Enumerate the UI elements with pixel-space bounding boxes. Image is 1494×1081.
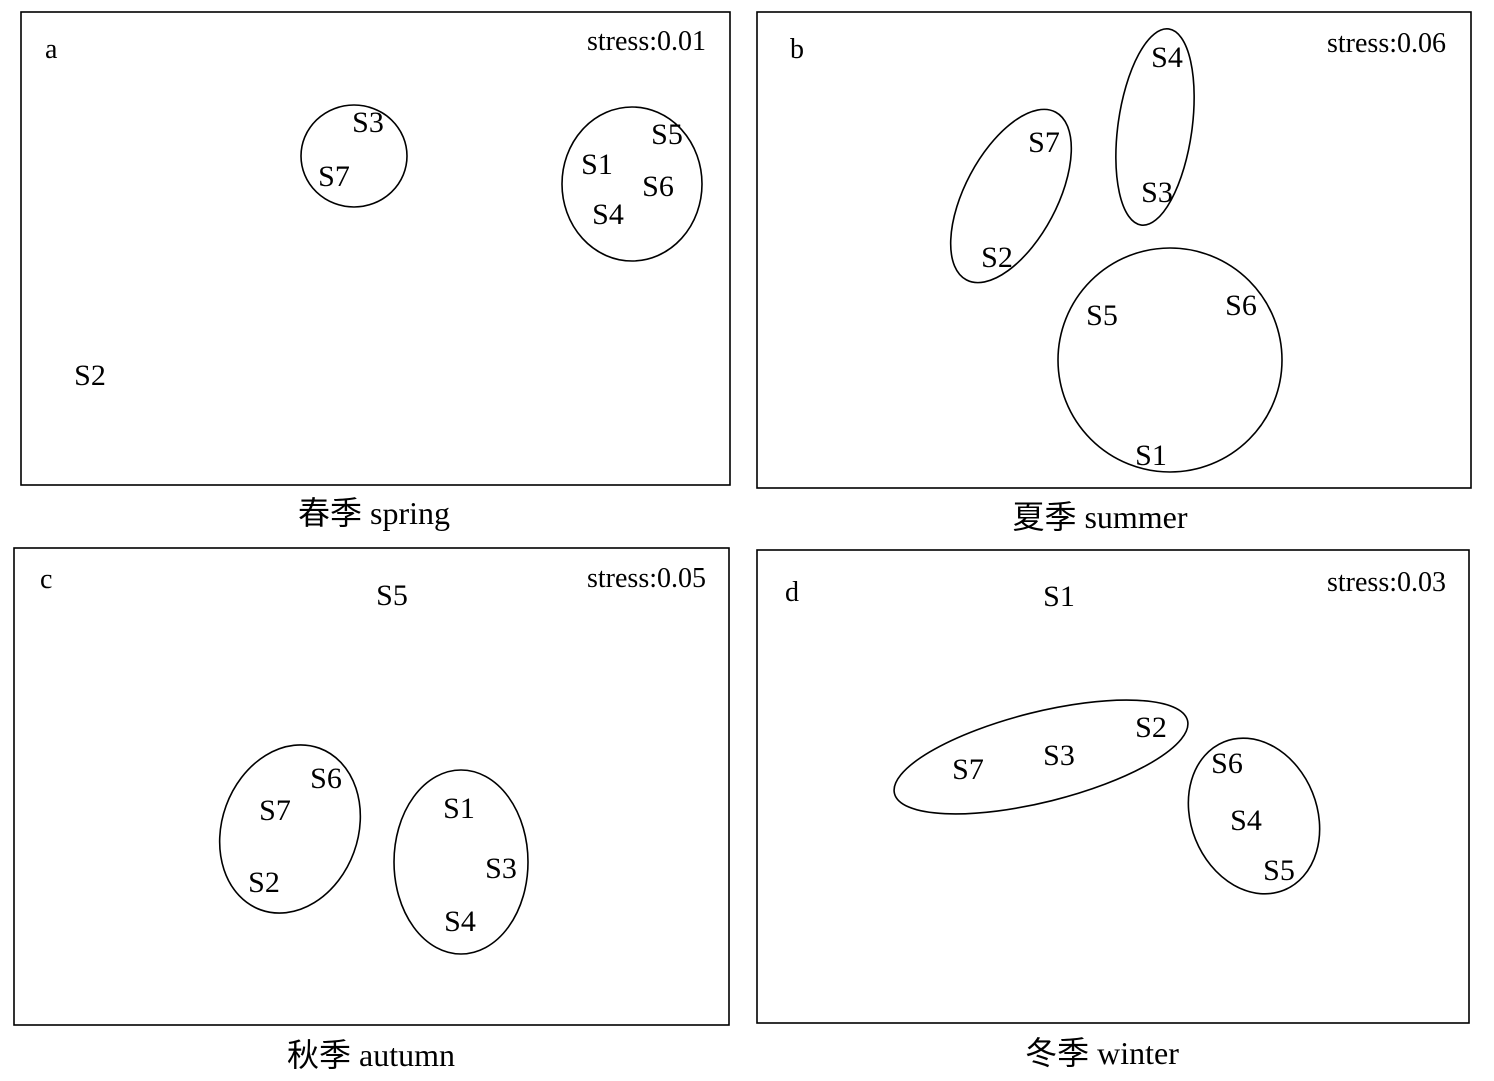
cluster-ellipse bbox=[1057, 247, 1283, 473]
cluster-ellipse bbox=[393, 769, 529, 955]
site-label: S5 bbox=[376, 579, 408, 612]
panel-caption: 冬季 winter bbox=[1025, 1035, 1179, 1071]
site-label: S5 bbox=[651, 118, 683, 151]
site-label: S6 bbox=[1225, 289, 1257, 322]
site-label: S2 bbox=[74, 359, 106, 392]
panel-caption: 秋季 autumn bbox=[287, 1037, 455, 1073]
panel-letter: b bbox=[790, 34, 804, 65]
panel-frame bbox=[756, 549, 1470, 1024]
site-label: S6 bbox=[1211, 747, 1243, 780]
site-label: S5 bbox=[1086, 299, 1118, 332]
panel-frame bbox=[20, 11, 731, 486]
site-label: S7 bbox=[318, 160, 350, 193]
panel-spring: a stress:0.01 S3 S7 S5 S1 S6 S4 S2 春季 sp… bbox=[20, 11, 731, 531]
panel-letter: a bbox=[45, 34, 58, 65]
cluster-ellipse bbox=[893, 699, 1189, 815]
site-label: S6 bbox=[310, 762, 342, 795]
cluster-ellipse bbox=[1115, 28, 1195, 226]
site-label: S5 bbox=[1263, 854, 1295, 887]
cluster-ellipse bbox=[1187, 737, 1321, 895]
cluster-ellipse bbox=[561, 106, 703, 262]
site-label: S4 bbox=[1151, 41, 1183, 74]
stress-value: stress:0.06 bbox=[1327, 28, 1446, 59]
panel-caption: 春季 spring bbox=[298, 495, 450, 531]
site-label: S3 bbox=[352, 106, 384, 139]
cluster-ellipse bbox=[949, 108, 1073, 284]
panel-letter: d bbox=[785, 577, 799, 608]
site-label: S3 bbox=[1043, 739, 1075, 772]
panel-letter: c bbox=[40, 564, 52, 595]
panel-frame bbox=[756, 11, 1472, 489]
site-label: S1 bbox=[1135, 439, 1167, 472]
cluster-ellipse bbox=[218, 744, 362, 914]
site-label: S1 bbox=[443, 792, 475, 825]
site-label: S3 bbox=[485, 852, 517, 885]
stress-value: stress:0.03 bbox=[1327, 567, 1446, 598]
site-label: S3 bbox=[1141, 176, 1173, 209]
panel-caption: 夏季 summer bbox=[1012, 499, 1187, 535]
site-label: S6 bbox=[642, 170, 674, 203]
site-label: S2 bbox=[981, 241, 1013, 274]
site-label: S7 bbox=[1028, 126, 1060, 159]
cluster-ellipse bbox=[300, 104, 408, 208]
site-label: S2 bbox=[248, 866, 280, 899]
panel-summer: b stress:0.06 S4 S7 S3 S2 S5 S6 S1 夏季 su… bbox=[756, 11, 1472, 535]
site-label: S1 bbox=[581, 148, 613, 181]
site-label: S1 bbox=[1043, 580, 1075, 613]
site-label: S2 bbox=[1135, 711, 1167, 744]
stress-value: stress:0.01 bbox=[587, 26, 706, 57]
panel-winter: d stress:0.03 S1 S2 S3 S7 S6 S4 S5 冬季 wi… bbox=[756, 549, 1470, 1071]
site-label: S4 bbox=[1230, 804, 1262, 837]
panel-autumn: c stress:0.05 S5 S6 S7 S2 S1 S3 S4 秋季 au… bbox=[13, 547, 730, 1073]
site-label: S4 bbox=[592, 198, 624, 231]
panel-frame bbox=[13, 547, 730, 1026]
site-label: S4 bbox=[444, 905, 476, 938]
site-label: S7 bbox=[952, 753, 984, 786]
stress-value: stress:0.05 bbox=[587, 563, 706, 594]
site-label: S7 bbox=[259, 794, 291, 827]
